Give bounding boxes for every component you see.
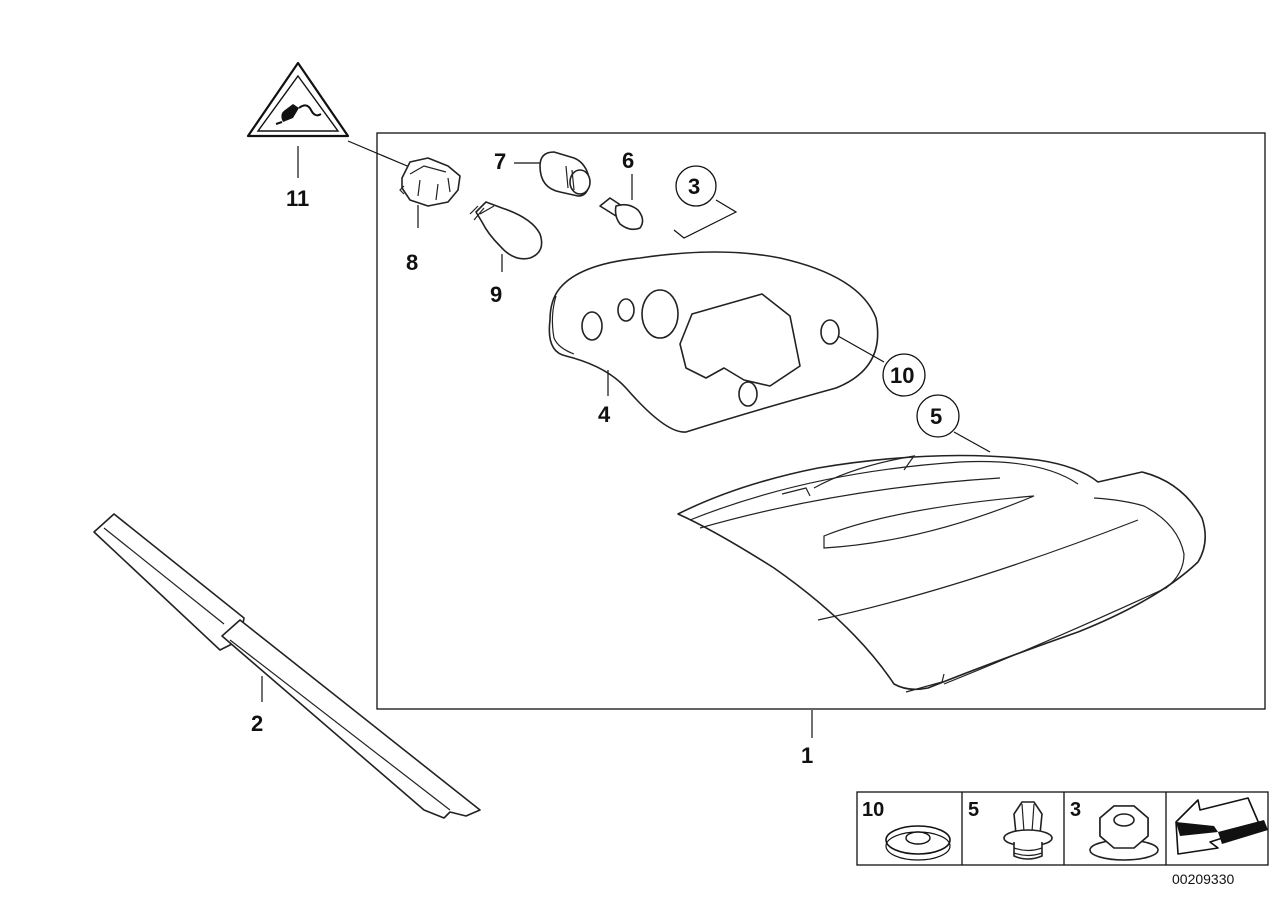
callout-5-circle bbox=[916, 394, 960, 438]
leader-3 bbox=[673, 199, 738, 239]
leader-10 bbox=[837, 335, 885, 363]
callout-6: 6 bbox=[622, 148, 634, 173]
electrical-connector-warning-icon bbox=[246, 61, 350, 138]
callout-10: 10 bbox=[890, 363, 914, 388]
assembly-frame bbox=[376, 132, 1266, 710]
direction-arrow-icon bbox=[1175, 797, 1268, 855]
side-bulb bbox=[539, 151, 591, 197]
legend-label-5: 5 bbox=[968, 799, 979, 821]
legend-label-3: 3 bbox=[1070, 799, 1081, 821]
leader-5 bbox=[953, 431, 991, 453]
legend-label-10: 10 bbox=[862, 799, 884, 821]
washer-icon bbox=[885, 825, 951, 861]
callout-3: 3 bbox=[688, 174, 700, 199]
callout-10-circle bbox=[882, 353, 926, 397]
leader-11-to-socket bbox=[347, 140, 413, 169]
callout-2: 2 bbox=[251, 711, 263, 736]
seal-strip bbox=[93, 513, 481, 819]
legend-table: 10 5 3 bbox=[856, 791, 1269, 866]
small-bulb bbox=[599, 197, 644, 231]
diagram-code: 00209330 bbox=[1172, 871, 1235, 887]
callout-5: 5 bbox=[930, 404, 942, 429]
callout-4: 4 bbox=[598, 402, 611, 427]
tail-light-bulb bbox=[469, 201, 543, 260]
bulb-socket bbox=[399, 157, 461, 207]
callout-1: 1 bbox=[801, 743, 813, 768]
callout-11: 11 bbox=[286, 186, 309, 211]
tail-light-housing bbox=[677, 454, 1206, 693]
gasket bbox=[548, 251, 879, 433]
callout-9: 9 bbox=[490, 282, 502, 307]
callout-3-circle bbox=[675, 165, 717, 207]
callout-8: 8 bbox=[406, 250, 418, 275]
callout-7: 7 bbox=[494, 149, 506, 174]
expanding-rivet-icon bbox=[1003, 801, 1053, 860]
hex-nut-icon bbox=[1089, 805, 1159, 861]
